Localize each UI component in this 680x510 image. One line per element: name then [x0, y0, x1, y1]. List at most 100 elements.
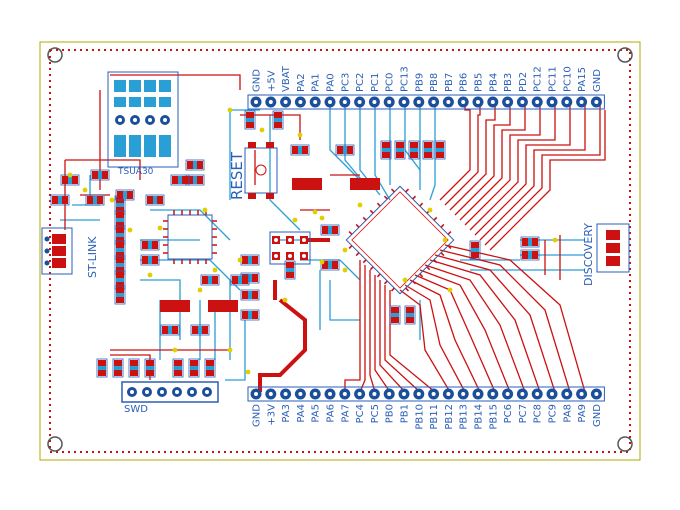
header-pin-label: PD2: [518, 72, 529, 92]
header-pin-label: PA9: [577, 404, 588, 423]
header-pin-label: PB4: [488, 73, 499, 92]
via: [552, 237, 558, 243]
header-pin-label: PB3: [503, 73, 514, 92]
smd-component: [140, 254, 160, 266]
header-pin-label: PC13: [400, 66, 411, 92]
header-pin-label: PA7: [340, 404, 351, 423]
via: [292, 217, 298, 223]
smd-component: [290, 144, 310, 156]
vias: [67, 107, 558, 375]
mounting-hole: [617, 436, 633, 452]
smd-component: [204, 358, 216, 378]
smd-component: [244, 110, 256, 130]
via: [147, 272, 153, 278]
smd-component: [230, 274, 250, 286]
swd-label: SWD: [124, 404, 148, 415]
header-pin-label: PC8: [533, 404, 544, 423]
smd-component: [140, 239, 160, 251]
header-pin-label: GND: [592, 404, 603, 427]
smd-component: [520, 249, 540, 261]
smd-component: [114, 285, 126, 305]
via: [157, 225, 163, 231]
smd-component: [170, 174, 190, 186]
discovery-label: DISCOVERY: [582, 223, 595, 286]
large-smd-pads: [160, 178, 380, 312]
header-pin-label: PB1: [400, 404, 411, 423]
header-pin-label: PB9: [414, 73, 425, 92]
smd-component: [520, 236, 540, 248]
header-pin-label: PB8: [429, 73, 440, 92]
via: [237, 257, 243, 263]
smd-component: [404, 305, 416, 325]
smd-component: [272, 110, 284, 130]
header-pin-label: PC5: [370, 404, 381, 423]
discovery-connector: [596, 223, 630, 273]
smd-component: [335, 144, 355, 156]
via: [67, 172, 73, 178]
smd-component: [240, 289, 260, 301]
mounting-holes: [47, 47, 633, 452]
header-pin-label: PA1: [311, 73, 322, 92]
smd-component: [115, 189, 135, 201]
header-pin-label: PB5: [474, 73, 485, 92]
smd-component: [469, 240, 481, 260]
via: [297, 132, 303, 138]
smd-component: [320, 259, 340, 271]
smd-component: [434, 140, 446, 160]
power-traces: [258, 238, 330, 392]
smd-component: [96, 358, 108, 378]
header-pin-label: PB14: [474, 404, 485, 430]
ground-ring: [49, 49, 631, 453]
header-pin-label: PA3: [281, 404, 292, 423]
stlink-label: ST-LINK: [86, 236, 99, 278]
via: [447, 287, 453, 293]
stlink-connector: [41, 227, 73, 275]
stlink-chip: [163, 210, 217, 264]
usb-connector: [107, 71, 179, 168]
header-pin-label: VBAT: [281, 65, 292, 92]
header-pin-label: PA0: [326, 73, 337, 92]
smd-component: [389, 305, 401, 325]
header-pin-label: PC9: [548, 404, 559, 423]
header-pin-label: PC6: [503, 404, 514, 423]
header-pin-label: PC1: [370, 73, 381, 92]
smd-component: [185, 159, 205, 171]
via: [172, 347, 178, 353]
via: [319, 215, 325, 221]
via: [245, 369, 251, 375]
smd-component: [394, 140, 406, 160]
smd-component: [188, 358, 200, 378]
header-pin-label: PA15: [577, 67, 588, 92]
smd-component: [380, 140, 392, 160]
header-pin-label: PA5: [311, 404, 322, 423]
header-pin-label: PB0: [385, 404, 396, 423]
via: [312, 209, 318, 215]
reset-label: RESET: [228, 151, 246, 200]
smd-component: [50, 194, 70, 206]
header-pin-label: PB12: [444, 404, 455, 430]
smd-component: [320, 224, 340, 236]
mounting-hole: [617, 47, 633, 63]
via: [82, 187, 88, 193]
smd-component: [90, 169, 110, 181]
header-pin-label: PC2: [355, 73, 366, 92]
via: [442, 237, 448, 243]
header-pin-label: PA8: [562, 404, 573, 423]
header-pin-label: PB15: [488, 404, 499, 430]
header-pin-label: PC0: [385, 73, 396, 92]
header-pin-label: GND: [252, 404, 263, 427]
header-pin-label: PC10: [562, 66, 573, 92]
mounting-hole: [47, 436, 63, 452]
header-pin-label: PA4: [296, 404, 307, 423]
smd-component: [128, 358, 140, 378]
smd-components: [50, 110, 540, 378]
via: [402, 277, 408, 283]
smd-component: [112, 358, 124, 378]
via: [109, 197, 115, 203]
header-pin-label: GND: [592, 69, 603, 92]
via: [202, 207, 208, 213]
header-pin-label: PB7: [444, 73, 455, 92]
header-pin-label: PC11: [548, 66, 559, 92]
